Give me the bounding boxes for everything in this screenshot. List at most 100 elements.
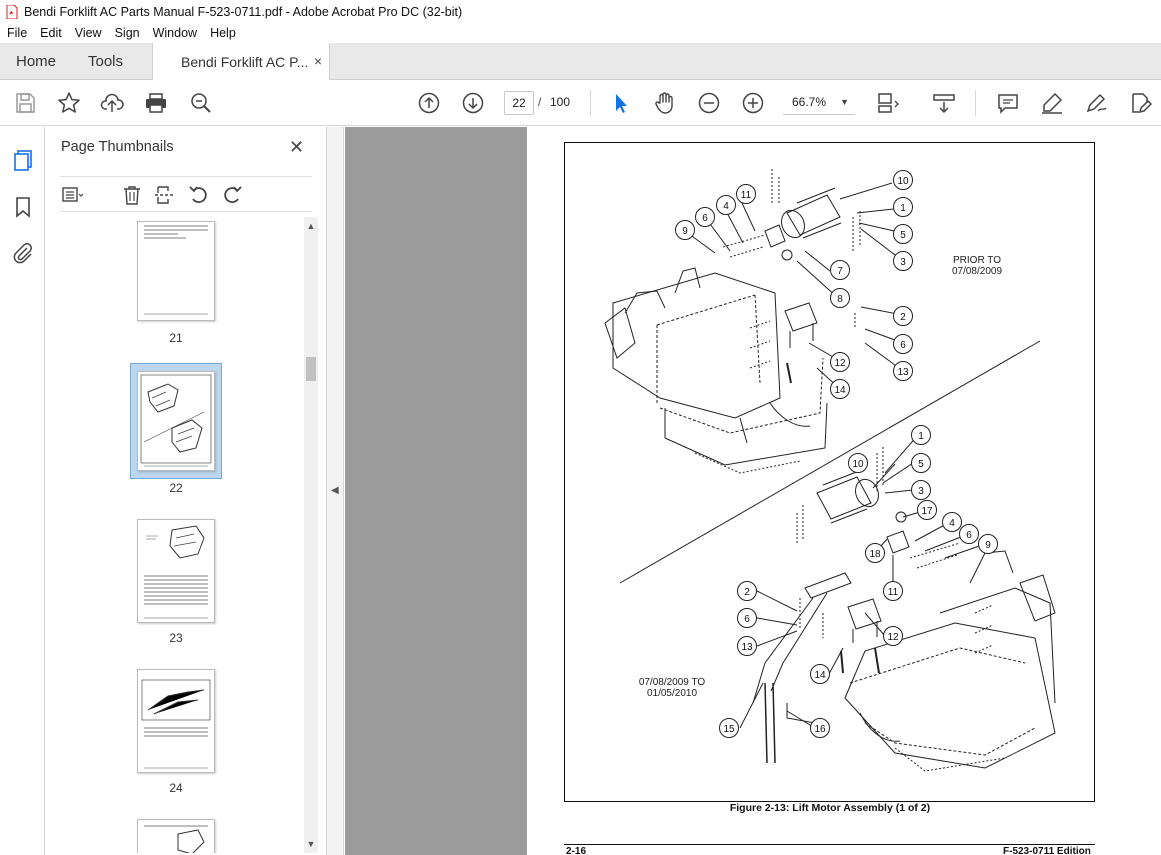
- toolbar-divider: [590, 90, 591, 116]
- menu-bar: File Edit View Sign Window Help: [0, 23, 1161, 43]
- zoom-value: 66.7%: [792, 95, 827, 109]
- callout-13: 13: [897, 367, 909, 378]
- attachment-icon[interactable]: [11, 241, 35, 265]
- thumbnail-page[interactable]: [137, 819, 215, 853]
- callout-9: 9: [682, 226, 688, 237]
- menu-help[interactable]: Help: [210, 26, 236, 40]
- highlight-icon[interactable]: [1040, 91, 1064, 115]
- tab-close-icon[interactable]: ×: [313, 53, 322, 69]
- callout-1: 1: [900, 203, 906, 214]
- range-note-line1: 07/08/2009 TO: [638, 677, 706, 688]
- thumbnails-panel: Page Thumbnails ✕ 21: [46, 127, 325, 855]
- thumbnail-page[interactable]: [137, 221, 215, 321]
- rotate-right-icon[interactable]: [221, 184, 243, 206]
- select-arrow-icon[interactable]: [609, 91, 633, 115]
- callout-7: 7: [837, 266, 843, 277]
- page-up-icon[interactable]: [417, 91, 441, 115]
- thumbnail-page[interactable]: [137, 519, 215, 623]
- save-icon[interactable]: [13, 91, 37, 115]
- collapse-panel-icon[interactable]: ◀: [331, 485, 339, 496]
- close-icon[interactable]: ✕: [289, 137, 305, 157]
- callout-6: 6: [900, 340, 906, 351]
- scroll-thumb[interactable]: [306, 357, 316, 381]
- zoom-out-icon[interactable]: [697, 91, 721, 115]
- title-bar: Bendi Forklift AC Parts Manual F-523-071…: [0, 0, 1161, 23]
- menu-window[interactable]: Window: [152, 26, 198, 40]
- callout-10: 10: [852, 459, 864, 470]
- thumbnail-list: 21 22 23: [60, 217, 304, 853]
- menu-file[interactable]: File: [7, 26, 28, 40]
- callout-5: 5: [918, 459, 924, 470]
- panel-splitter[interactable]: ◀: [326, 127, 344, 855]
- thumbnail-options-icon[interactable]: [62, 184, 84, 206]
- thumbnail-page[interactable]: [137, 669, 215, 773]
- tab-tools[interactable]: Tools: [88, 53, 124, 70]
- page-thumbnails-icon[interactable]: [11, 148, 35, 172]
- chevron-down-icon: ▼: [840, 97, 849, 107]
- document-viewport[interactable]: 10 11 4 6 9 1 5 3 7 8 2 6 13 12 14 1 10: [345, 127, 1161, 855]
- toolbar: 22 / 100 66.7% ▼: [0, 80, 1161, 126]
- scroll-mode-icon[interactable]: [932, 91, 956, 115]
- callout-2: 2: [744, 587, 750, 598]
- thumbnail-page-selected[interactable]: [137, 371, 215, 471]
- page-number-input[interactable]: 22: [504, 91, 534, 115]
- scroll-up-icon[interactable]: ▲: [306, 221, 316, 231]
- range-note-line2: 01/05/2010: [646, 688, 698, 699]
- tab-home[interactable]: Home: [16, 53, 57, 70]
- page-footer-number: 2-16: [566, 846, 587, 855]
- bookmark-icon[interactable]: [11, 195, 35, 219]
- thumbnail-label: 21: [169, 331, 183, 345]
- delete-icon[interactable]: [121, 184, 143, 206]
- panel-title: Page Thumbnails: [61, 139, 174, 155]
- callout-4: 4: [723, 201, 729, 212]
- page-down-icon[interactable]: [461, 91, 485, 115]
- scroll-down-icon[interactable]: ▼: [306, 839, 316, 849]
- pdf-page: 10 11 4 6 9 1 5 3 7 8 2 6 13 12 14 1 10: [527, 127, 1161, 855]
- zoom-select[interactable]: 66.7% ▼: [783, 91, 855, 115]
- tab-document-label: Bendi Forklift AC P...: [181, 54, 309, 70]
- prior-note-line1: PRIOR TO: [953, 255, 1001, 266]
- date-range-note: 07/08/2009 TO 01/05/2010: [632, 677, 712, 699]
- callout-11: 11: [741, 190, 752, 201]
- callout-9: 9: [985, 540, 991, 551]
- star-icon[interactable]: [57, 91, 81, 115]
- callout-18: 18: [869, 549, 881, 560]
- callout-3: 3: [918, 486, 924, 497]
- upload-icon[interactable]: [100, 91, 124, 115]
- callout-15: 15: [723, 724, 735, 735]
- navigation-rail: [0, 127, 45, 855]
- extract-pages-icon[interactable]: [154, 184, 176, 206]
- fit-page-icon[interactable]: [876, 91, 900, 115]
- thumbnail-scrollbar[interactable]: ▲ ▼: [304, 217, 318, 853]
- figure-frame: 10 11 4 6 9 1 5 3 7 8 2 6 13 12 14 1 10: [564, 142, 1095, 802]
- print-icon[interactable]: [144, 91, 168, 115]
- zoom-in-icon[interactable]: [741, 91, 765, 115]
- callout-6: 6: [966, 530, 972, 541]
- rotate-left-icon[interactable]: [188, 184, 210, 206]
- tab-bar: Home Tools Bendi Forklift AC P... ×: [0, 43, 1161, 81]
- lift-motor-diagram: 10 11 4 6 9 1 5 3 7 8 2 6 13 12 14 1 10: [604, 169, 1056, 772]
- tab-document[interactable]: Bendi Forklift AC P... ×: [152, 43, 330, 81]
- menu-sign[interactable]: Sign: [114, 26, 140, 40]
- footer-rule: [564, 844, 1095, 845]
- callout-4: 4: [949, 518, 955, 529]
- toolbar-divider: [975, 90, 976, 116]
- hand-icon[interactable]: [653, 91, 677, 115]
- callout-1: 1: [918, 431, 924, 442]
- window-title: Bendi Forklift AC Parts Manual F-523-071…: [24, 4, 463, 19]
- thumbnail-label: 22: [169, 481, 183, 495]
- draw-icon[interactable]: [1084, 91, 1108, 115]
- thumbnail-label: 24: [169, 781, 183, 795]
- callout-5: 5: [900, 230, 906, 241]
- menu-edit[interactable]: Edit: [40, 26, 62, 40]
- zoom-search-icon[interactable]: [189, 91, 213, 115]
- figure-caption: Figure 2-13: Lift Motor Assembly (1 of 2…: [729, 802, 931, 814]
- edit-icon[interactable]: [1128, 91, 1153, 115]
- comment-icon[interactable]: [996, 91, 1020, 115]
- callout-6: 6: [744, 614, 750, 625]
- thumbnail-toolbar: [60, 176, 312, 212]
- page-separator: /: [538, 95, 542, 109]
- prior-to-note: PRIOR TO 07/08/2009: [937, 255, 1017, 277]
- menu-view[interactable]: View: [74, 26, 102, 40]
- callout-11: 11: [888, 587, 899, 598]
